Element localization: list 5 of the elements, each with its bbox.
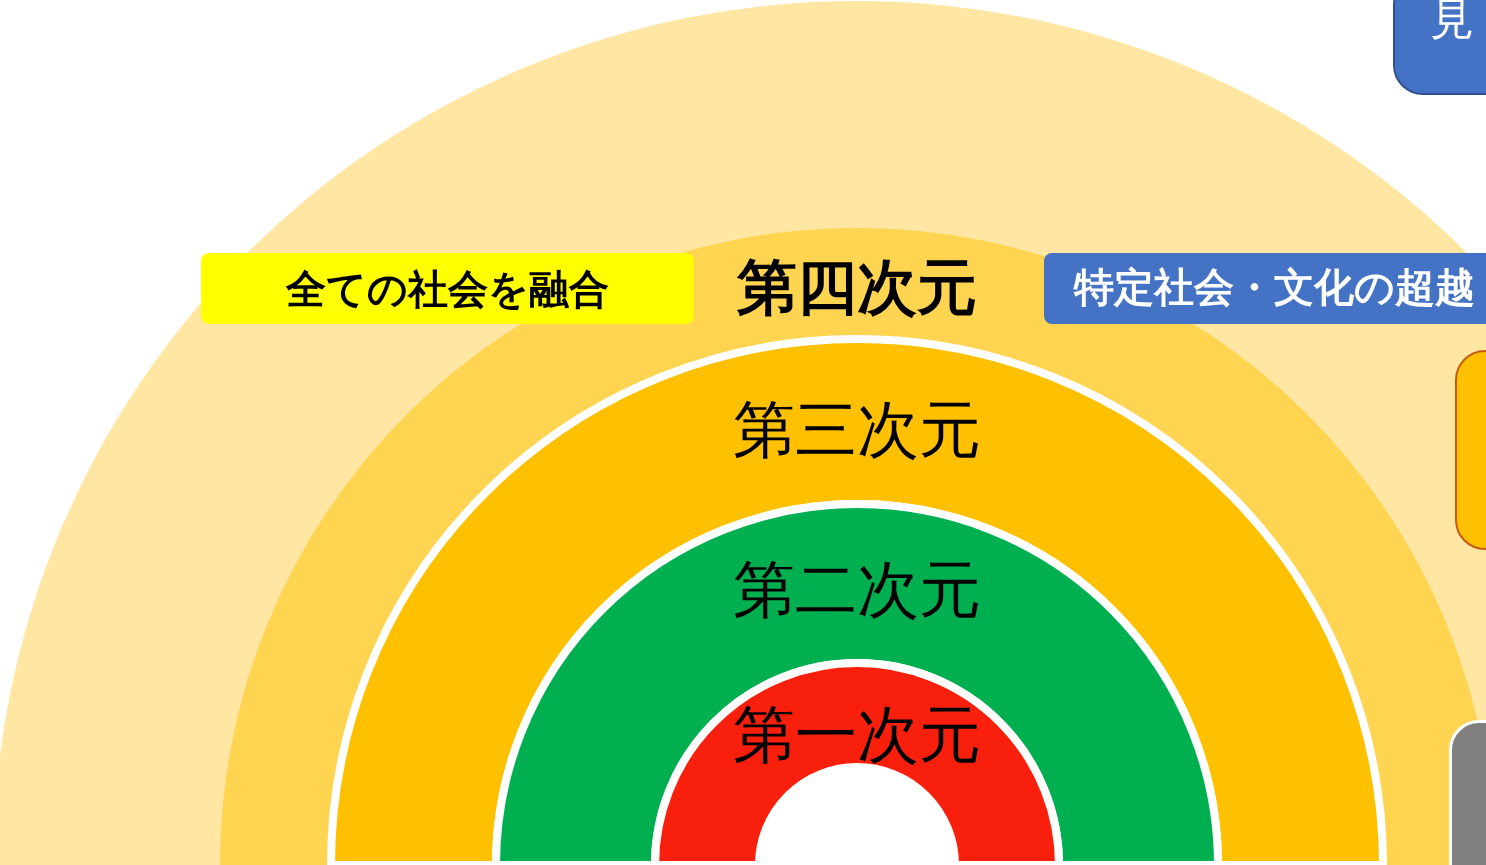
band-label: 第二次元: [733, 559, 981, 621]
band-label: 第一次元: [733, 704, 981, 766]
band-label: 第三次元: [733, 399, 981, 461]
band-label: 第四次元: [737, 257, 977, 317]
label-box: 特定社会・文化の超越: [1044, 253, 1486, 324]
